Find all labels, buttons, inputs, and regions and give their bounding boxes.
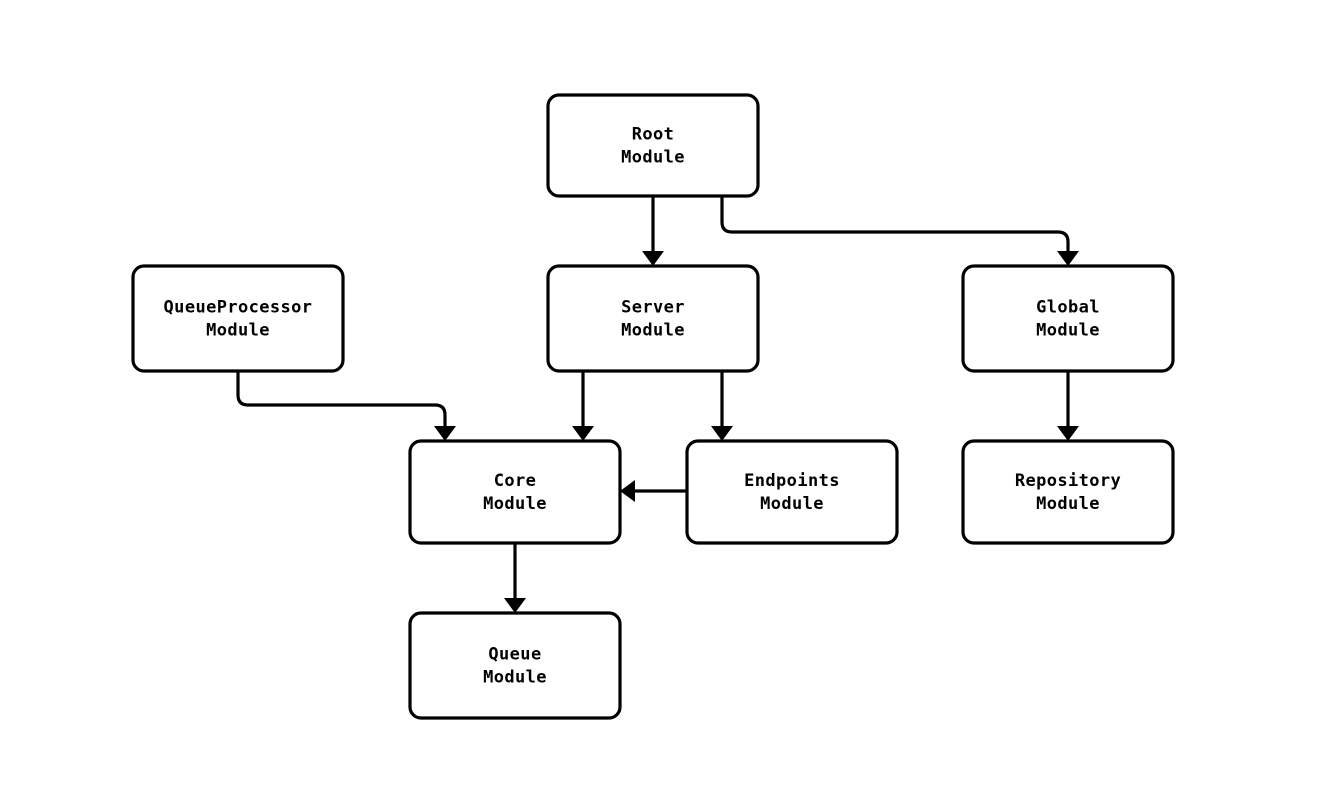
arrow-head-icon <box>1057 251 1079 266</box>
node-box[interactable] <box>408 611 622 720</box>
node-label-line1: Repository <box>1015 471 1121 491</box>
node-box[interactable] <box>546 93 760 198</box>
edge-queueprocessor-to-core <box>236 371 456 441</box>
node-label-line1: Endpoints <box>744 471 840 491</box>
node-label-line1: Core <box>494 471 537 491</box>
edge-root-to-global <box>720 196 1079 266</box>
arrow-head-icon <box>642 251 664 266</box>
node-box[interactable] <box>961 264 1175 373</box>
node-label-line2: Module <box>483 494 547 514</box>
edge-server-to-endpoints <box>711 371 733 441</box>
edge-global-to-repository <box>1057 371 1079 441</box>
arrow-head-icon <box>620 480 635 502</box>
node-box[interactable] <box>131 264 345 373</box>
edge-server-to-core <box>572 371 594 441</box>
node-box[interactable] <box>961 439 1175 545</box>
node-label-line1: Root <box>632 125 675 145</box>
edge-core-to-queue <box>504 543 526 613</box>
node-label-line1: Queue <box>488 645 541 665</box>
arrow-head-icon <box>434 426 456 441</box>
arrow-head-icon <box>1057 426 1079 441</box>
node-box[interactable] <box>408 439 622 545</box>
node-box[interactable] <box>546 264 760 373</box>
node-label-line2: Module <box>621 148 685 168</box>
node-label-line2: Module <box>483 668 547 688</box>
node-label-line1: QueueProcessor <box>164 298 313 318</box>
edge-endpoints-to-core <box>620 480 687 502</box>
node-label-line2: Module <box>1036 494 1100 514</box>
node-label-line1: Global <box>1036 298 1100 318</box>
arrow-head-icon <box>711 426 733 441</box>
edges-layer <box>236 196 1079 613</box>
node-box[interactable] <box>685 439 899 545</box>
edge-line <box>720 196 1070 252</box>
edge-root-to-server <box>642 196 664 266</box>
node-label-line2: Module <box>206 321 270 341</box>
nodes-layer: RootModuleQueueProcessorModuleServerModu… <box>131 93 1175 720</box>
node-label-line1: Server <box>621 298 685 318</box>
arrow-head-icon <box>504 598 526 613</box>
edge-line <box>236 371 447 427</box>
node-label-line2: Module <box>621 321 685 341</box>
node-label-line2: Module <box>760 494 824 514</box>
arrow-head-icon <box>572 426 594 441</box>
node-label-line2: Module <box>1036 321 1100 341</box>
